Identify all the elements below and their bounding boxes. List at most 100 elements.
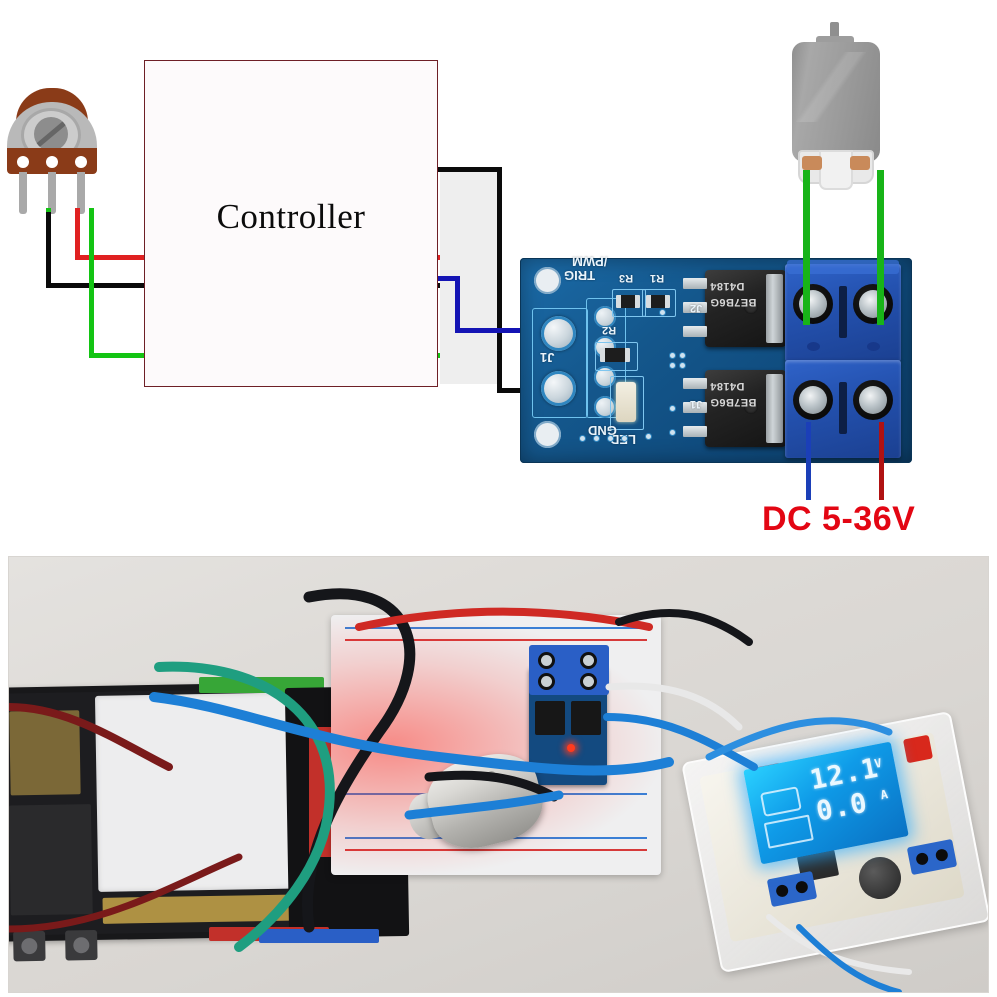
terminal-notch [867,342,880,351]
potentiometer-mount-hole [75,156,87,168]
resistor-r3 [616,295,640,308]
potentiometer [5,88,101,214]
breadboard-rail-red [345,639,647,641]
wire-pot-red-vertical [75,208,80,260]
module-led-photo [567,744,575,752]
terminal-hole [934,848,949,863]
proto-pad-array [9,804,93,916]
mounting-hole [534,421,561,448]
motor-endbell-center [819,150,853,190]
via [594,436,599,441]
resistor-r1 [646,295,670,308]
button-plunger [73,937,90,954]
via [608,436,613,441]
mosfet-leg [683,302,707,313]
mosfet-q2: D4184 BE7B6G [683,270,786,347]
motor-rivet [487,771,496,780]
silkscreen-r2: R2 [602,324,617,336]
terminal-screw-motor-a [793,284,833,324]
resistor-r2 [600,348,630,362]
dc-motor [786,22,886,190]
wire-pot-green-vertical [89,208,94,358]
silkscreen-j1: J1 [540,350,555,365]
via [680,363,685,368]
mosfet-heat-tab [766,274,783,343]
arduino-protoshield [9,682,304,962]
motor-terminal-right [850,156,870,170]
meter-trimpot-right[interactable] [902,734,934,764]
breadboard-rail-red [345,849,647,851]
potentiometer-pin-2 [48,172,56,214]
push-button-right[interactable] [65,929,98,961]
module-screw [580,652,597,669]
potentiometer-shaft [34,117,68,151]
potentiometer-mount-hole [46,156,58,168]
mosfet-marking-dot [744,300,758,314]
screw-head [583,655,594,666]
silkscreen-pwm: /PWM [572,254,608,269]
mounting-hole [534,267,561,294]
via [580,436,585,441]
terminal-screw-power-negative [793,380,833,420]
wire-controller-blue-vertical [455,276,460,332]
j1-silkscreen-frame [532,308,588,418]
screw-head [583,676,594,687]
controller-label: Controller [216,197,366,236]
silkscreen-trig: TRIG [564,268,596,283]
screw-head [541,676,552,687]
via [660,310,665,315]
j1-pad-pwm [541,316,576,351]
module-screw [580,673,597,690]
silkscreen-q1: J1 [690,398,703,410]
status-led [616,382,636,422]
via [670,406,675,411]
mosfet-part-number: D4184 [710,380,745,392]
wire-controller-black-top [438,167,502,172]
terminal-notch [807,342,820,351]
wire-motor-green-left [803,170,810,325]
wire-power-positive [879,422,884,500]
via [646,434,651,439]
motor-terminal-left [802,156,822,170]
watermark-overlay [796,52,866,122]
terminal-screw-motor-b [853,284,893,324]
mosfet-heat-tab [766,374,783,443]
terminal-hole [775,883,790,898]
r1-outline [642,289,676,317]
r2-outline [595,342,638,371]
power-supply-label: DC 5-36V [762,500,916,538]
mosfet-leg [683,426,707,437]
build-photo-panel: 12.1 V 0.0 A [8,556,989,993]
via [670,363,675,368]
wire-pot-black-vertical [46,208,51,288]
motor-shaft [830,22,839,46]
wiring-diagram-panel: Controller [5,22,916,538]
wire-controller-black-vertical [497,167,502,393]
module-mosfet [571,701,601,735]
lcd-voltage-unit: V [873,755,883,771]
screw-head [799,386,827,414]
wire-controller-blue-top [438,276,460,281]
terminal-divider [839,382,847,434]
lcd-current-unit: A [879,787,889,803]
push-button-left[interactable] [13,930,46,962]
terminal-hole [794,880,809,895]
terminal-hole [915,851,930,866]
via [670,430,675,435]
silkscreen-r3: R3 [619,272,634,284]
module-terminal-block-photo [529,645,609,695]
wire-controller-blue-to-j1-pwm [455,328,570,333]
proto-pad-array [9,710,81,796]
potentiometer-mount-hole [17,156,29,168]
mosfet-q1: D4184 BE7B6G [683,370,786,447]
module-screw [538,652,555,669]
via [622,436,627,441]
bargraph-icon [763,814,814,849]
proto-header-row [102,894,299,924]
mosfet-marking-dot [744,400,758,414]
mosfet-leg [683,326,707,337]
potentiometer-pin-1 [19,172,27,214]
button-plunger [21,938,38,955]
silkscreen-q2: J2 [690,302,703,314]
